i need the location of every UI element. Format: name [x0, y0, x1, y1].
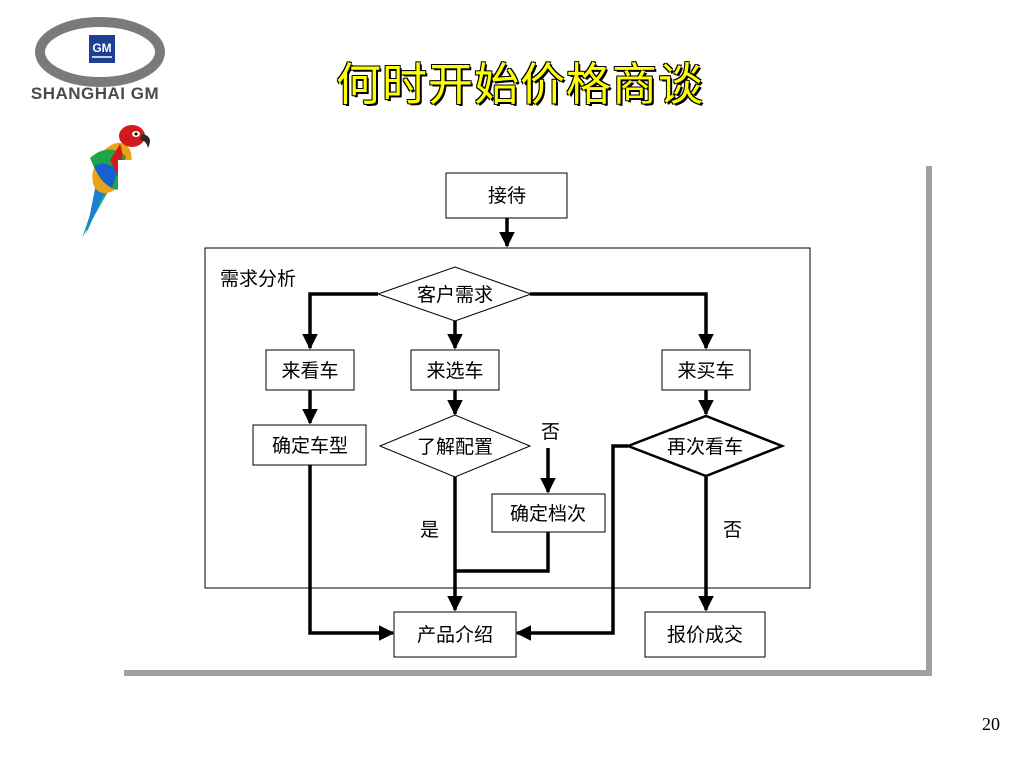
content-panel	[118, 160, 932, 676]
parrot-wing-blue	[94, 163, 118, 188]
node-come-choose-box	[410, 349, 500, 391]
node-reception-label: 接待	[488, 185, 526, 207]
branch-yes-label: 是	[420, 519, 439, 541]
needs-analysis-group	[204, 247, 811, 589]
gm-emblem-text: GM	[92, 41, 111, 55]
gm-emblem	[87, 33, 117, 65]
node-come-buy-box	[661, 349, 751, 391]
node-come-buy-label: 来买车	[677, 360, 734, 382]
node-confirm-grade-box	[491, 493, 606, 533]
node-look-again-diamond	[624, 414, 786, 478]
line-confirm-grade-to-product-intro	[455, 532, 550, 573]
node-look-again-label: 再次看车	[667, 436, 743, 458]
shanghai-gm-logo: GM	[35, 17, 165, 87]
panel-background	[118, 160, 926, 670]
arrow-look-again-to-product-intro	[515, 444, 628, 641]
arrow-confirm-model-to-product-intro	[308, 465, 395, 641]
logo-text: SHANGHAI GM	[30, 84, 160, 103]
branch-no-label-again: 否	[723, 519, 742, 541]
node-product-intro-label: 产品介绍	[417, 624, 493, 646]
node-quote-deal-label: 报价成交	[667, 624, 743, 646]
node-product-intro-box	[393, 611, 517, 658]
node-confirm-grade-label: 确定档次	[510, 503, 586, 525]
node-come-look-label: 来看车	[281, 360, 338, 382]
parrot-beak	[140, 134, 150, 148]
parrot-tail-inner	[86, 184, 106, 234]
node-quote-deal-box	[644, 611, 766, 658]
parrot-head	[119, 125, 145, 147]
node-customer-needs-label: 客户需求	[417, 284, 493, 306]
page-number: 20	[982, 714, 1000, 734]
node-confirm-model-box	[252, 424, 367, 466]
node-come-look-box	[265, 349, 355, 391]
needs-analysis-label: 需求分析	[220, 268, 296, 290]
arrow-needs-to-come-look	[302, 292, 378, 350]
parrot-eye	[134, 132, 138, 136]
node-customer-needs-diamond	[376, 266, 533, 322]
node-come-choose-label: 来选车	[426, 360, 483, 382]
node-confirm-model-label: 确定车型	[272, 435, 348, 457]
slide-title: 何时开始价格商谈	[335, 58, 704, 111]
node-reception-box	[445, 172, 568, 219]
node-learn-config-diamond	[378, 414, 532, 478]
node-learn-config-label: 了解配置	[417, 436, 493, 458]
logo-ring	[35, 17, 165, 87]
branch-no-label-config: 否	[541, 421, 560, 443]
arrow-needs-to-come-buy	[530, 292, 714, 350]
